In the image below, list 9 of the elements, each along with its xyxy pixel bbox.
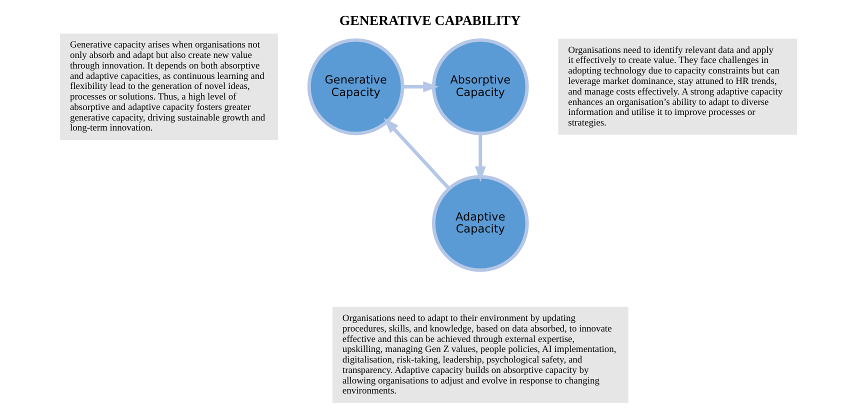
arrow bbox=[384, 118, 450, 190]
arrow bbox=[402, 81, 439, 92]
arrow bbox=[474, 134, 486, 182]
node-box: Organisations need to identify relevant data and apply it effectively to create value. They face challenges in adopting technology due to capacity constraints but can leverage market dominance, stay attuned to HR trends, and manage costs effectively. A strong adaptive capacity enhances an organisation’s ability to adapt to diverse information and utilise it to improve processes or strategies. bbox=[558, 38, 797, 135]
diagram-title: GENERATIVE CAPABILITY bbox=[339, 13, 521, 28]
node-circle: Adaptive Capacity bbox=[432, 175, 529, 272]
node-circle: Absorptive Capacity bbox=[432, 38, 529, 136]
node-box: Generative capacity arises when organisations not only absorb and adapt but also create new value through innovation. It depends on both absorptive and adaptive capacities, as continuous learning and flexibility lead to the generation of novel ideas, processes or solutions. Thus, a high level of absorptive and adaptive capacity fosters greater generative capacity, driving sustainable growth and long-term innovation. bbox=[60, 34, 278, 140]
node-box: Organisations need to adapt to their environment by updating procedures, skills, and knowledge, based on data absorbed, to innovate effective and this can be achieved through external expertise, upskilling, managing Gen Z values, people policies, AI implementation, digitalisation, risk-taking, leadership, psychological safety, and transparency. Adaptive capacity builds on absorptive capacity by allowing organisations to adjust and evolve in response to changing environments. bbox=[332, 306, 628, 403]
